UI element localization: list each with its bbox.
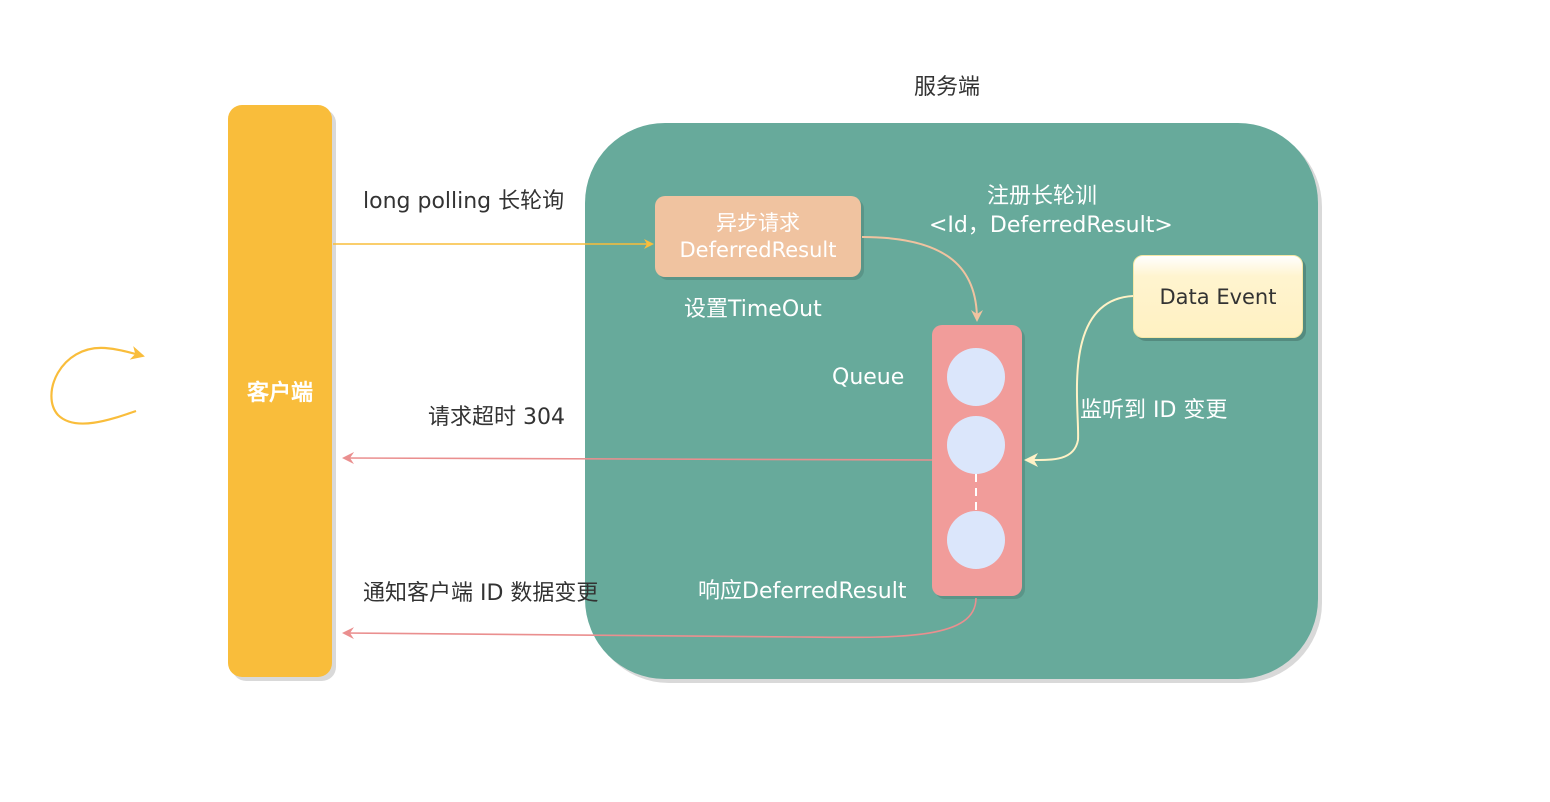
timeout-label: 请求超时 304 xyxy=(428,405,565,430)
queue-slot xyxy=(947,348,1005,406)
register-line1: 注册长轮训 xyxy=(987,184,1098,209)
queue-slot xyxy=(947,511,1005,569)
client-label: 客户端 xyxy=(246,381,313,406)
async-request-line2: DeferredResult xyxy=(679,237,837,262)
data-event-box: Data Event xyxy=(1133,255,1303,338)
async-request-line1: 异步请求 xyxy=(716,210,800,235)
set-timeout-label: 设置TimeOut xyxy=(684,297,822,322)
async-request-box: 异步请求 DeferredResult xyxy=(655,196,861,277)
respond-label: 响应DeferredResult xyxy=(698,579,907,604)
queue-label: Queue xyxy=(832,365,905,390)
loop-icon xyxy=(50,346,145,425)
queue-slot xyxy=(947,416,1005,474)
server-title: 服务端 xyxy=(914,75,981,100)
data-event-label: Data Event xyxy=(1159,284,1277,309)
register-line2: <Id，DeferredResult> xyxy=(929,213,1173,238)
notify-label: 通知客户端 ID 数据变更 xyxy=(363,581,599,606)
client-block: 客户端 xyxy=(228,105,332,677)
listen-label: 监听到 ID 变更 xyxy=(1080,398,1228,423)
long-polling-label: long polling 长轮询 xyxy=(363,189,565,214)
